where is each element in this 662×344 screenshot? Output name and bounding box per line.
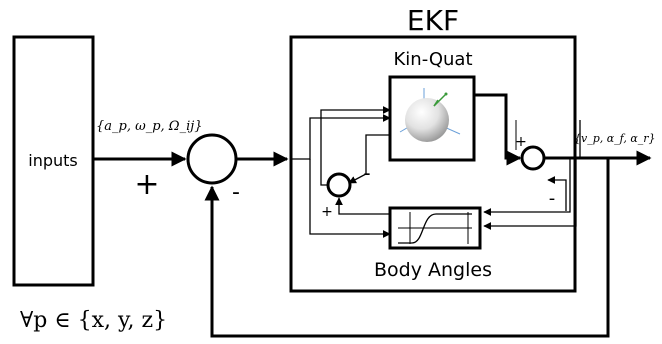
inputs-label: inputs [28,151,78,170]
inner-right-junction [520,145,546,171]
output-tap-inner [483,158,571,216]
left-junction-to-kin-quat [320,106,391,186]
inner-left-junction [326,172,352,198]
sigmoid-icon [398,212,472,244]
right-junction-feedback [547,176,567,211]
ekf-title: EKF [407,4,459,37]
outer-plus-sign: + [134,167,159,202]
inner-left-minus-sign: - [363,161,370,185]
error-bus-top [292,114,391,160]
error-bus-bottom [309,159,391,238]
domain-footnote: ∀p ∈ {x, y, z} [20,308,167,333]
kin-quat-label: Kin-Quat [393,49,472,70]
kin-quat-output-line [474,93,522,166]
inner-left-plus-sign: + [321,204,333,220]
outer-feedback-loop [204,158,610,338]
inner-right-plus-sign: + [515,134,527,150]
output-tap-outer [483,158,577,230]
outer-minus-sign: - [232,180,240,205]
inner-right-minus-sign: - [549,188,556,209]
ekf-box [289,35,577,293]
output-vector-label: {v_p, α_f, α_r} [574,132,656,145]
outer-summing-junction [186,133,238,185]
inputs-block [12,35,95,287]
input-vector-label: {a_p, ω_p, Ω_ij} [96,119,203,134]
kin-quat-to-left-junction [348,134,390,184]
body-angles-to-left-junction [335,197,390,215]
body-angles-label: Body Angles [374,259,492,281]
quaternion-sphere-icon [399,88,461,142]
